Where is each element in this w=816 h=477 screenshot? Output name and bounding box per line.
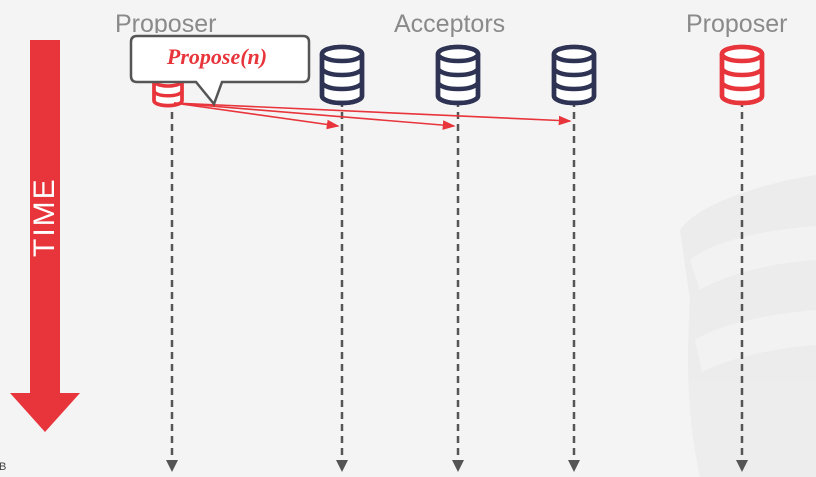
propose-callout-bubble <box>129 34 311 107</box>
acceptor-2-database-icon <box>438 47 478 103</box>
time-arrow <box>10 40 80 432</box>
acceptor-3-database-icon <box>554 47 594 103</box>
timeline-end-arrowhead <box>568 460 580 472</box>
proposer-right-label: Proposer <box>686 10 788 38</box>
acceptors-label: Acceptors <box>394 10 506 38</box>
timeline-end-arrowhead <box>166 460 178 472</box>
acceptor-1-database-icon <box>322 47 362 103</box>
timeline-end-arrowhead <box>736 460 748 472</box>
watermark-database-icon <box>680 175 816 477</box>
propose-arrow-acceptor-1 <box>173 102 340 130</box>
propose-arrows <box>173 102 572 130</box>
proposer-left-label: Proposer <box>115 10 217 38</box>
footer-text: DB <box>0 461 7 473</box>
time-label: TIME <box>28 177 61 257</box>
propose-arrow-acceptor-3 <box>173 102 572 126</box>
timelines <box>170 100 744 464</box>
timeline-end-arrowhead <box>452 460 464 472</box>
timeline-arrowheads <box>166 460 748 472</box>
proposer-right-database-icon <box>722 47 762 103</box>
propose-message-label: Propose(n) <box>166 44 268 69</box>
propose-arrow-acceptor-2 <box>173 102 456 130</box>
timeline-end-arrowhead <box>336 460 348 472</box>
